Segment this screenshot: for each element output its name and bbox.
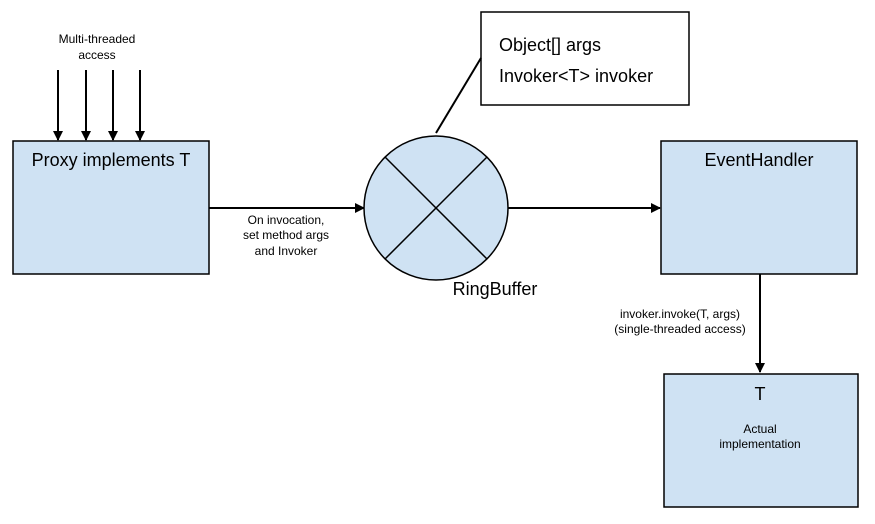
target-box xyxy=(663,373,859,508)
proxy-box xyxy=(12,140,210,275)
target-title: T xyxy=(755,384,766,404)
invocation-label-line2: set method args xyxy=(243,228,329,242)
invoke-label-line1: invoker.invoke(T, args) xyxy=(620,307,740,321)
proxy-title: Proxy implements T xyxy=(32,150,191,170)
note-connector xyxy=(435,57,482,134)
target-subtitle-line2: implementation xyxy=(719,437,800,451)
invocation-label-line1: On invocation, xyxy=(248,213,325,227)
note-line1: Object[] args xyxy=(499,35,601,55)
multi-threaded-label-line2: access xyxy=(78,48,115,62)
event-handler-box xyxy=(660,140,858,275)
ringbuffer-label: RingBuffer xyxy=(453,279,538,299)
note-line2: Invoker<T> invoker xyxy=(499,66,653,86)
args-note-box xyxy=(480,11,690,106)
event-handler-title: EventHandler xyxy=(704,150,813,170)
ringbuffer xyxy=(363,135,509,281)
ringbuffer-cross-2 xyxy=(384,156,488,260)
invoke-label-line2: (single-threaded access) xyxy=(614,322,745,336)
target-subtitle-line1: Actual xyxy=(743,422,776,436)
multi-threaded-label-line1: Multi-threaded xyxy=(59,32,136,46)
invocation-label-line3: and Invoker xyxy=(255,244,318,258)
